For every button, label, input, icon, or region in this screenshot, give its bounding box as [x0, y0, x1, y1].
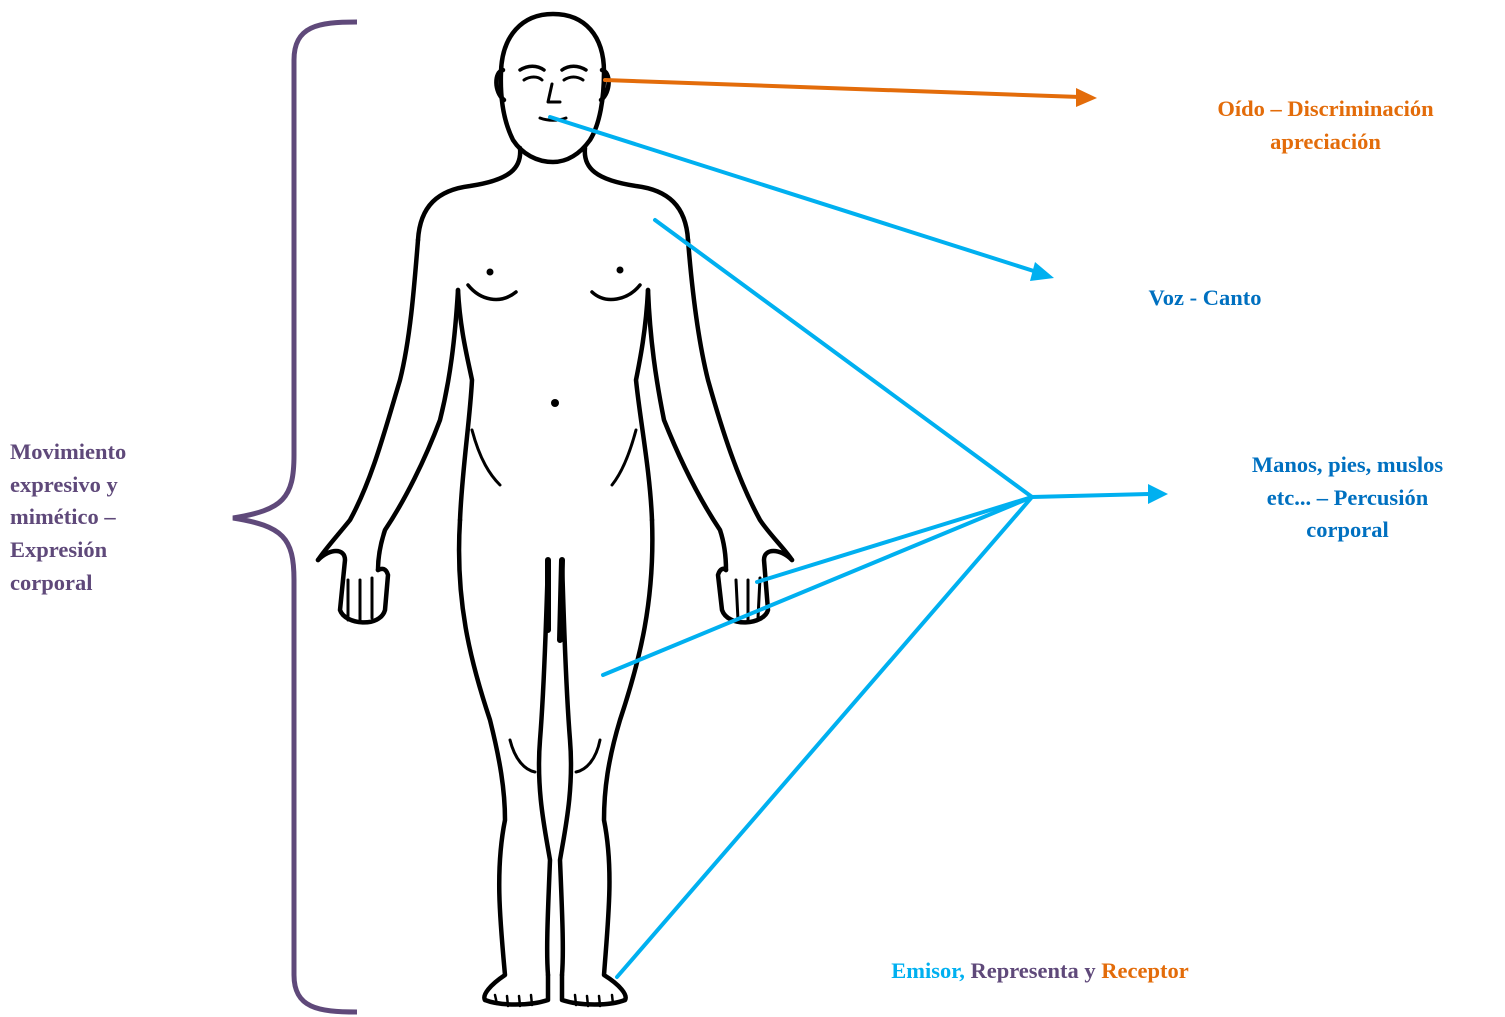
label-percussion: Manos, pies, muslos etc... – Percusión c…	[1190, 449, 1505, 547]
label-movement-line: Movimiento	[10, 436, 210, 469]
arrowhead-percussion	[1148, 484, 1168, 504]
legend: Emisor, Representa y Receptor	[800, 955, 1280, 988]
arrowhead-ear	[1076, 88, 1097, 107]
eye-left	[524, 77, 542, 80]
label-percussion-line: Manos, pies, muslos	[1190, 449, 1505, 482]
torso-left-side	[458, 290, 472, 520]
foot-left	[485, 975, 548, 1005]
arrow-percussion	[1032, 494, 1150, 497]
label-ear-line: Oído – Discriminación	[1148, 93, 1503, 126]
nose	[548, 84, 560, 102]
arrow-ear	[605, 80, 1080, 97]
label-movement-line: mimético –	[10, 501, 210, 534]
label-ear: Oído – Discriminación apreciación	[1148, 93, 1503, 158]
arrow-voice	[550, 117, 1040, 273]
eye-right	[564, 77, 583, 80]
eyebrow-right	[562, 66, 586, 70]
crotch	[548, 560, 562, 640]
line-hand	[757, 497, 1032, 582]
nipple-left	[487, 269, 494, 276]
label-voice: Voz - Canto	[1085, 282, 1325, 315]
neck-shoulder-right	[585, 148, 688, 240]
knee-right	[576, 740, 600, 772]
label-movement-line: Expresión	[10, 534, 210, 567]
leg-left-outer	[459, 520, 505, 1000]
legend-emisor: Emisor,	[891, 958, 965, 983]
legend-representa: Representa	[970, 958, 1078, 983]
label-movement: Movimiento expresivo y mimético – Expres…	[10, 436, 210, 599]
label-ear-line: apreciación	[1148, 126, 1503, 159]
chest-left	[468, 285, 516, 299]
label-percussion-line: corporal	[1190, 514, 1505, 547]
label-movement-line: corporal	[10, 567, 210, 600]
line-foot	[617, 497, 1032, 977]
chest-right	[592, 285, 640, 299]
curly-brace	[233, 22, 357, 1012]
legend-y: y	[1084, 958, 1095, 983]
neck-shoulder-left	[418, 148, 520, 240]
arm-right-inner	[648, 290, 726, 570]
nipple-right	[617, 267, 624, 274]
foot-right	[562, 975, 625, 1005]
leg-right-outer	[604, 520, 652, 1000]
fingers-left	[348, 578, 372, 622]
label-percussion-line: etc... – Percusión	[1190, 482, 1505, 515]
label-voice-line: Voz - Canto	[1085, 282, 1325, 315]
knee-left	[510, 740, 535, 772]
label-movement-line: expresivo y	[10, 469, 210, 502]
line-thigh	[603, 497, 1032, 675]
arm-left-inner	[378, 290, 458, 570]
hip-right	[612, 430, 636, 485]
arrowhead-voice	[1030, 262, 1054, 281]
navel	[551, 399, 559, 407]
arm-left-outer	[318, 240, 418, 560]
hip-left	[472, 430, 500, 485]
eyebrow-left	[520, 66, 544, 70]
legend-receptor: Receptor	[1101, 958, 1188, 983]
line-chest	[655, 220, 1032, 497]
arm-right-outer	[688, 240, 792, 560]
